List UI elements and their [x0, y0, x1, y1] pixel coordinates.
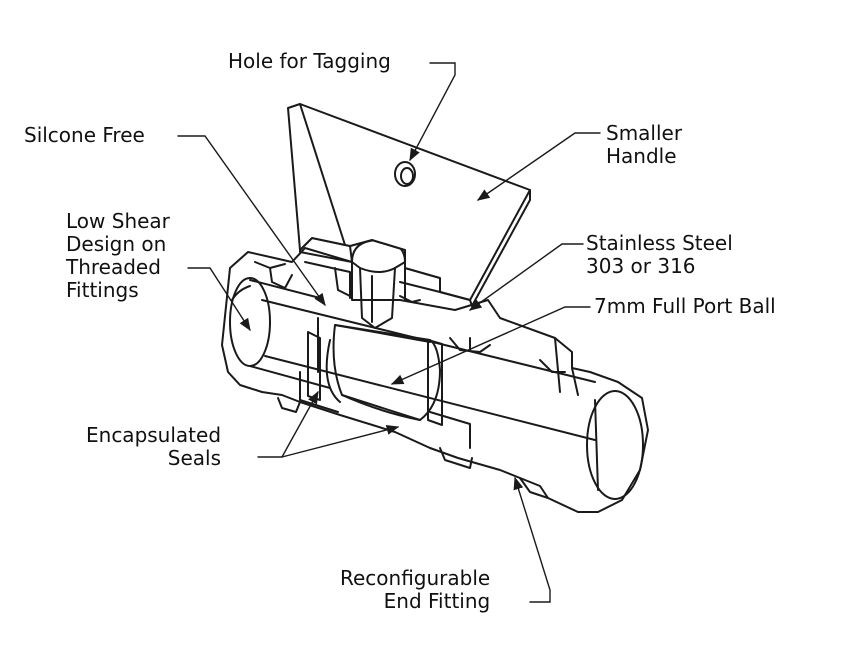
- label-low-shear-line-2: Design on: [66, 232, 167, 256]
- left-bore-opening: [229, 277, 271, 367]
- label-smaller-handle: Smaller Handle: [606, 122, 682, 168]
- leader-full-port-ball: [390, 306, 591, 385]
- leader-seal-left: [257, 390, 319, 458]
- stem: [351, 239, 406, 329]
- label-smaller-handle-line-2: Handle: [606, 144, 677, 168]
- label-silicone-free: Silcone Free: [24, 124, 145, 147]
- label-low-shear-line-3: Threaded: [66, 255, 161, 279]
- label-reconfigurable-end-fitting: Reconfigurable End Fitting: [340, 567, 490, 613]
- valve-body-outline: [221, 247, 649, 513]
- leader-hole-for-tagging: [409, 62, 456, 162]
- label-encapsulated-seals-line-2: Seals: [167, 446, 222, 470]
- label-low-shear-line-1: Low Shear: [66, 209, 170, 233]
- label-hole-for-tagging: Hole for Tagging: [228, 50, 391, 73]
- label-low-shear: Low Shear Design on Threaded Fittings: [66, 210, 170, 302]
- right-bore-opening: [586, 390, 644, 500]
- leader-seal-right: [281, 424, 400, 458]
- label-reconfigurable-line-1: Reconfigurable: [340, 566, 491, 590]
- label-encapsulated-seals: Encapsulated Seals: [86, 424, 221, 470]
- label-full-port-ball-text: 7mm Full Port Ball: [594, 294, 776, 318]
- tag-hole: [394, 161, 416, 187]
- leader-low-shear: [187, 267, 251, 332]
- label-silicone-free-text: Silcone Free: [24, 123, 145, 147]
- label-smaller-handle-line-1: Smaller: [606, 121, 683, 145]
- label-reconfigurable-line-2: End Fitting: [383, 589, 491, 613]
- label-stainless-steel: Stainless Steel 303 or 316: [586, 232, 733, 278]
- right-seal: [427, 339, 443, 426]
- leader-smaller-handle: [476, 132, 601, 201]
- label-full-port-ball: 7mm Full Port Ball: [594, 295, 776, 318]
- label-stainless-steel-line-1: Stainless Steel: [586, 231, 733, 255]
- ball-section: [332, 324, 441, 421]
- left-seal: [307, 331, 321, 401]
- leader-silicone-free: [177, 135, 326, 307]
- label-low-shear-line-4: Fittings: [66, 278, 139, 302]
- leader-stainless-steel: [468, 243, 584, 311]
- label-stainless-steel-line-2: 303 or 316: [586, 254, 696, 278]
- handle-plate: [287, 103, 531, 301]
- label-encapsulated-seals-line-1: Encapsulated: [86, 423, 222, 447]
- label-hole-for-tagging-text: Hole for Tagging: [228, 49, 391, 73]
- leader-reconfigurable: [513, 476, 551, 603]
